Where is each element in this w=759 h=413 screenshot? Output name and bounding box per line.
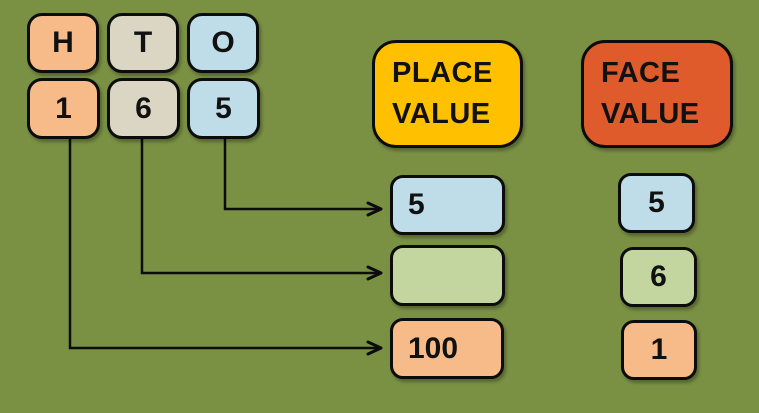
place-value-title-line1: PLACE — [392, 56, 493, 89]
digit-cell-hundreds: 1 — [27, 78, 100, 139]
face-value-result-ones: 5 — [618, 173, 695, 233]
arrow-ones-to-place-value — [223, 139, 383, 217]
face-value-result-hundreds: 1 — [621, 320, 697, 380]
face-value-result-ones-text: 5 — [648, 186, 665, 219]
place-value-result-ones: 5 — [390, 175, 505, 235]
face-value-result-tens: 6 — [620, 247, 697, 307]
column-header-hundreds: H — [27, 13, 99, 73]
place-value-title-box: PLACE VALUE — [372, 40, 523, 148]
digit-hundreds-label: 1 — [55, 91, 72, 125]
column-header-ones-label: O — [211, 26, 235, 59]
digit-ones-label: 5 — [215, 91, 232, 125]
face-value-result-hundreds-text: 1 — [650, 333, 668, 366]
face-value-title-box: FACE VALUE — [581, 40, 733, 148]
column-header-tens-label: T — [133, 26, 153, 59]
place-value-result-ones-text: 5 — [408, 188, 425, 221]
column-header-ones: O — [187, 13, 259, 73]
face-value-title-line2: VALUE — [601, 98, 700, 130]
arrow-tens-to-place-value — [140, 139, 383, 281]
place-value-result-tens — [390, 245, 505, 306]
digit-cell-ones: 5 — [187, 78, 260, 139]
digit-tens-label: 6 — [135, 91, 152, 125]
digit-cell-tens: 6 — [107, 78, 180, 139]
place-value-title-line2: VALUE — [392, 98, 491, 130]
place-value-result-hundreds-text: 100 — [408, 331, 459, 365]
arrow-hundreds-to-place-value — [68, 139, 383, 356]
place-value-result-hundreds: 100 — [390, 318, 504, 379]
column-header-tens: T — [107, 13, 179, 73]
face-value-result-tens-text: 6 — [650, 260, 667, 293]
column-header-hundreds-label: H — [52, 26, 74, 59]
face-value-title-line1: FACE — [601, 56, 681, 89]
